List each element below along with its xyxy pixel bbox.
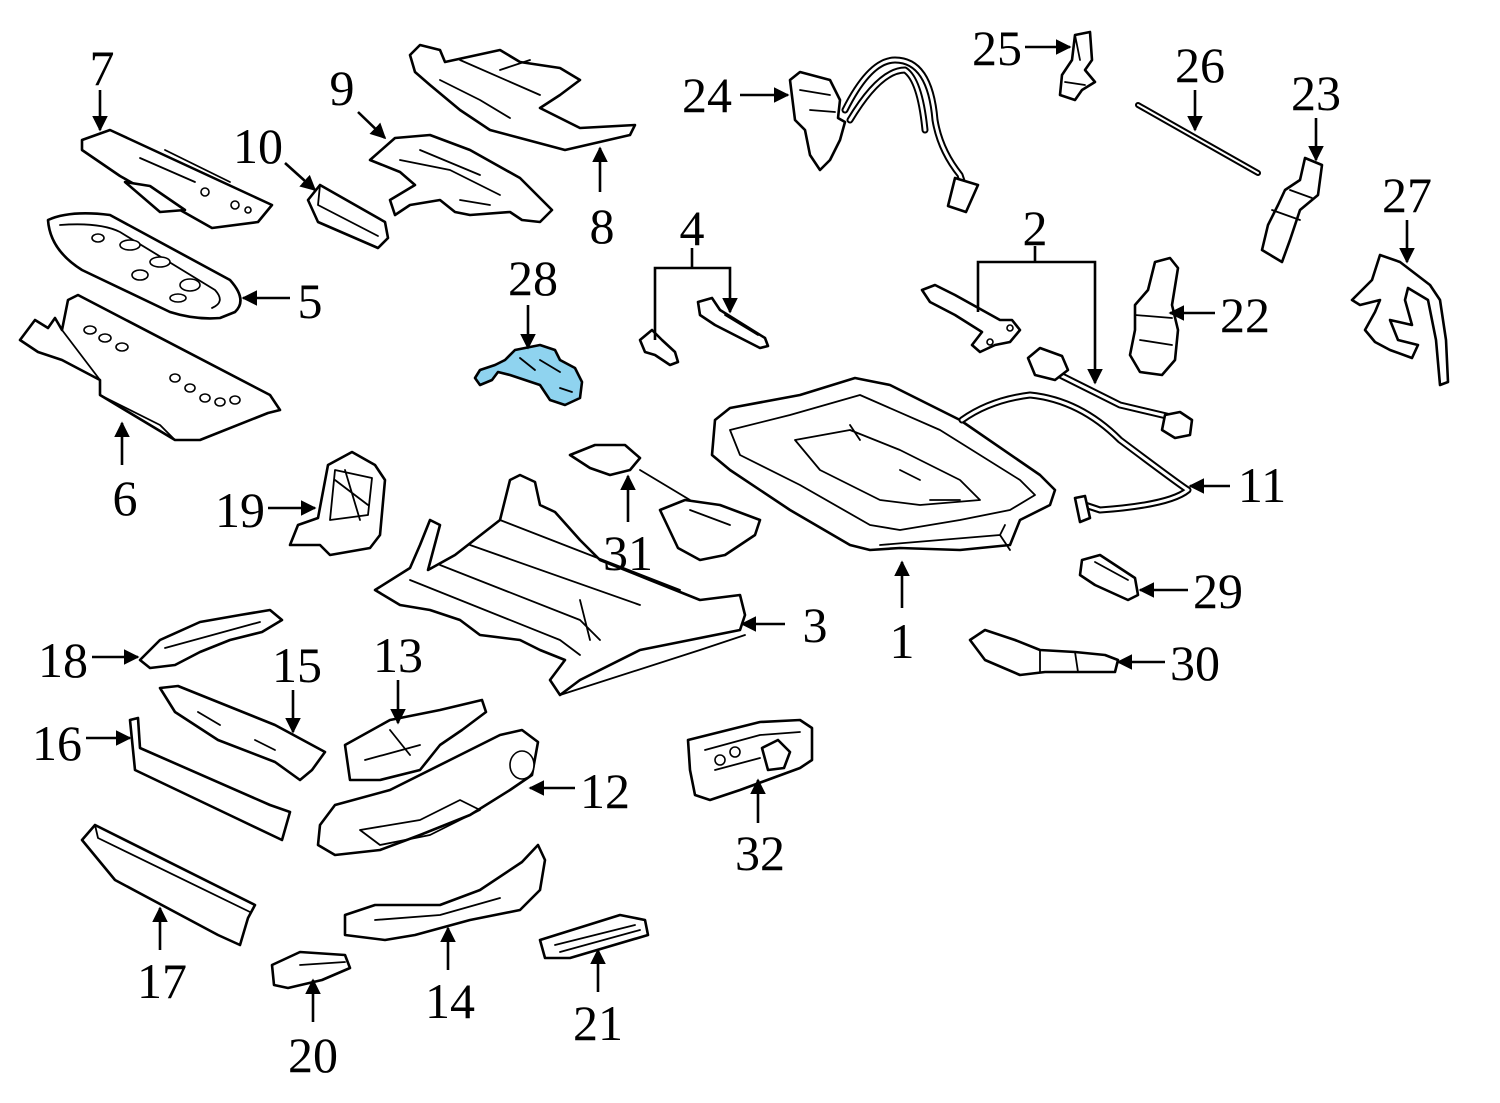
callout-11[interactable]: 11	[1238, 457, 1286, 513]
callout-20[interactable]: 20	[288, 1027, 338, 1083]
callout-15[interactable]: 15	[272, 637, 322, 693]
part-1-cushion-frame[interactable]	[710, 376, 1057, 552]
callout-12[interactable]: 12	[580, 763, 630, 819]
callout-13[interactable]: 13	[373, 627, 423, 683]
callout-7[interactable]: 7	[90, 40, 115, 96]
part-28-seat-motor-highlighted[interactable]	[473, 343, 584, 407]
callout-9[interactable]: 9	[330, 60, 355, 116]
part-9-bracket[interactable]	[368, 133, 554, 224]
part-25-sensor[interactable]	[1058, 30, 1097, 102]
part-4-bolts[interactable]	[638, 296, 770, 367]
callout-21[interactable]: 21	[573, 995, 623, 1051]
callout-2[interactable]: 2	[1023, 200, 1048, 256]
callout-8[interactable]: 8	[590, 198, 615, 254]
callout-28[interactable]: 28	[508, 250, 558, 306]
callout-25[interactable]: 25	[972, 20, 1022, 76]
part-6-seat-pan[interactable]	[18, 293, 282, 442]
callout-23[interactable]: 23	[1291, 65, 1341, 121]
callout-18[interactable]: 18	[38, 632, 88, 688]
callout-3[interactable]: 3	[803, 597, 828, 653]
part-29-actuator[interactable]	[1078, 553, 1140, 602]
part-18-trim-strip[interactable]	[138, 608, 284, 670]
part-19-side-trim[interactable]	[288, 450, 387, 557]
part-30-adjuster[interactable]	[968, 628, 1120, 677]
callout-17[interactable]: 17	[137, 953, 187, 1009]
callout-16[interactable]: 16	[32, 715, 82, 771]
callout-24[interactable]: 24	[682, 67, 732, 123]
part-20-clip[interactable]	[270, 950, 352, 990]
callout-19[interactable]: 19	[215, 482, 265, 538]
part-14-trim-rail[interactable]	[343, 843, 547, 942]
callout-26[interactable]: 26	[1175, 37, 1225, 93]
callout-30[interactable]: 30	[1170, 635, 1220, 691]
callout-1[interactable]: 1	[890, 613, 915, 669]
part-15-cover[interactable]	[158, 684, 327, 782]
part-27-bracket-frame[interactable]	[1350, 253, 1450, 387]
part-11-cable[interactable]	[958, 391, 1192, 524]
callout-29[interactable]: 29	[1193, 563, 1243, 619]
part-2-linkages[interactable]	[920, 283, 1194, 440]
part-3-seat-track[interactable]	[373, 473, 747, 697]
part-5-cushion-pad[interactable]	[46, 212, 242, 320]
part-13-trim-piece[interactable]	[343, 698, 488, 782]
callout-14[interactable]: 14	[425, 973, 475, 1029]
callout-31[interactable]: 31	[603, 525, 653, 581]
callout-4[interactable]: 4	[680, 200, 705, 256]
leader-lines	[86, 39, 1415, 1022]
callout-27[interactable]: 27	[1382, 167, 1432, 223]
callout-10[interactable]: 10	[233, 118, 283, 174]
part-16-long-trim[interactable]	[128, 716, 292, 842]
callout-labels: 1 2 3 4 5 6 7 8 9 10 11 12 13 14 15 16 1…	[32, 20, 1432, 1083]
part-17-lower-panel[interactable]	[80, 823, 257, 947]
callout-22[interactable]: 22	[1220, 287, 1270, 343]
part-24-cable-assembly[interactable]	[788, 56, 980, 214]
part-8-frame-rail[interactable]	[408, 43, 637, 152]
callout-32[interactable]: 32	[735, 825, 785, 881]
part-12-side-shield[interactable]	[316, 728, 540, 857]
callout-5[interactable]: 5	[298, 273, 323, 329]
part-23-motor[interactable]	[1260, 156, 1324, 264]
part-21-trim-plate[interactable]	[538, 913, 650, 960]
part-32-seat-switch[interactable]	[686, 718, 814, 802]
callout-6[interactable]: 6	[113, 470, 138, 526]
part-26-rod[interactable]	[1135, 102, 1261, 176]
part-7-cushion-panel[interactable]	[80, 128, 274, 230]
part-31-harness[interactable]	[568, 443, 762, 562]
part-10-trim-cap[interactable]	[306, 183, 390, 250]
part-22-motor[interactable]	[1128, 256, 1180, 377]
